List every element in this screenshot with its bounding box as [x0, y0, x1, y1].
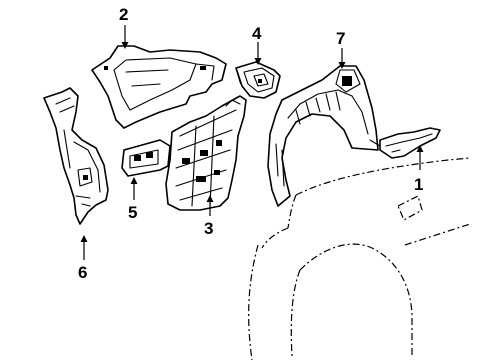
- callout-3: 3: [204, 219, 213, 238]
- part-7-wheelhouse: [267, 65, 381, 207]
- callout-6: 6: [78, 263, 87, 282]
- leader-lines: [80, 25, 424, 260]
- part-4-bracket: [235, 61, 281, 99]
- callout-1: 1: [414, 175, 423, 194]
- part-1-extension: [379, 127, 441, 159]
- part-2-upper-quarter-inner: [91, 45, 227, 129]
- part-3-inner-panel: [165, 95, 247, 211]
- quarter-panel-outline: [248, 157, 471, 360]
- part-6-pillar: [43, 87, 109, 225]
- callout-2: 2: [119, 5, 128, 24]
- part-5-plate: [121, 139, 171, 177]
- callout-5: 5: [128, 203, 137, 222]
- callout-7: 7: [336, 29, 345, 48]
- callout-4: 4: [252, 24, 262, 43]
